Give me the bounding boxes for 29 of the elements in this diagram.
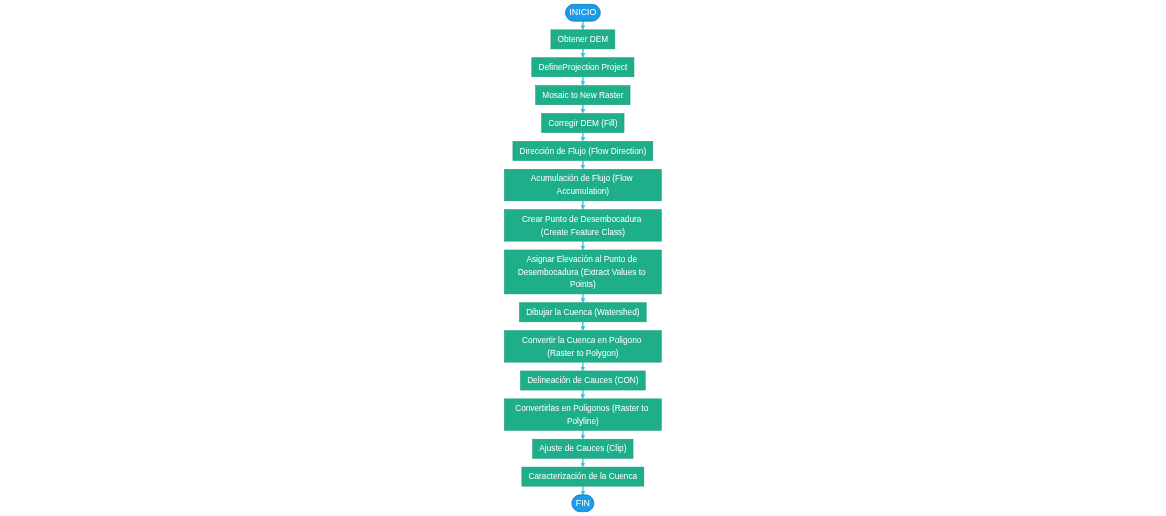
node-box: Mosaic to New Raster <box>535 85 631 105</box>
arrow <box>580 200 586 210</box>
node-box: Convertir la Cuenca en Poligono (Raster to Polygon) <box>504 330 662 363</box>
node-box: Acumulación de Flujo (Flow Accumulation) <box>504 169 662 202</box>
arrow <box>580 321 586 331</box>
arrow <box>580 48 586 58</box>
arrow <box>580 457 586 468</box>
node-box: DefineProjection Project <box>531 57 635 78</box>
arrow <box>580 429 586 440</box>
arrow <box>580 293 586 303</box>
arrow <box>580 20 586 31</box>
node-box: Corregir DEM (Fill) <box>541 113 625 133</box>
node-box: Delineación de Cauces (CON) <box>520 370 646 391</box>
arrow <box>580 131 586 142</box>
arrow <box>580 361 586 372</box>
node-box: Dirección de Flujo (Flow Direction) <box>512 141 654 161</box>
arrow <box>580 76 586 86</box>
node-box: Caracterización de la Cuenca <box>521 466 645 487</box>
arrow <box>580 159 586 170</box>
node-box: Obtener DEM <box>550 29 616 50</box>
node-box: Crear Punto de Desembocadura (Create Feature Class) <box>504 209 662 242</box>
arrow <box>580 240 586 251</box>
arrow <box>580 389 586 400</box>
node-box: Asignar Elevación al Punto de Desembocadura (Extract Values to Points) <box>504 249 662 295</box>
arrow <box>580 485 586 496</box>
node-box: Convertirlas en Poligonos (Raster to Polyline) <box>504 398 662 431</box>
node-box: Ajuste de Cauces (Clip) <box>532 438 634 459</box>
node-box: Dibujar la Cuenca (Watershed) <box>519 302 647 323</box>
arrow <box>580 104 586 114</box>
